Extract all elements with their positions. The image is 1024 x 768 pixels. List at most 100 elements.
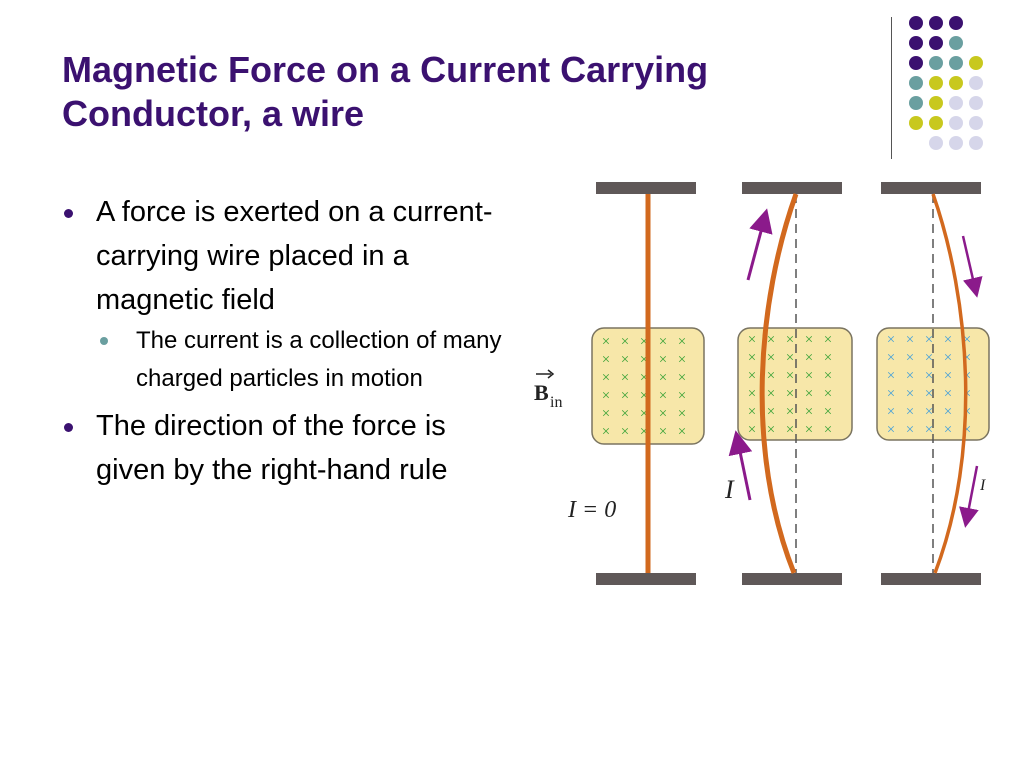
current-label: I <box>979 477 986 494</box>
field-cross: × <box>963 350 971 366</box>
field-cross: × <box>805 386 813 402</box>
decorative-dot <box>929 116 943 130</box>
field-cross: × <box>640 352 648 368</box>
decorative-dot <box>929 16 943 30</box>
field-cross: × <box>786 404 794 420</box>
top-support <box>881 182 981 194</box>
current-label: I <box>724 475 735 504</box>
field-cross: × <box>621 388 629 404</box>
decorative-dot <box>929 136 943 150</box>
deflected-wire-right <box>931 193 968 574</box>
current-arrow-down <box>959 465 979 528</box>
field-cross: × <box>925 422 933 438</box>
field-cross: × <box>824 404 832 420</box>
top-support <box>742 182 842 194</box>
field-cross: × <box>887 350 895 366</box>
field-crosses-green: ×××××××××××××××××××××××××××××× <box>748 332 832 438</box>
field-cross: × <box>824 422 832 438</box>
sub-bullet-item: The current is a collection of many char… <box>96 322 522 398</box>
decorative-dot <box>909 36 923 50</box>
field-cross: × <box>824 350 832 366</box>
field-cross: × <box>786 350 794 366</box>
sub-bullet-text: The current is a collection of many char… <box>136 327 502 392</box>
field-cross: × <box>925 386 933 402</box>
panel-current-down: ×××××××××××××××××××××××××××××× <box>876 182 990 585</box>
current-arrow-up <box>728 430 753 501</box>
field-cross: × <box>925 332 933 348</box>
field-cross: × <box>906 422 914 438</box>
field-cross: × <box>640 388 648 404</box>
field-cross: × <box>805 332 813 348</box>
sub-bullet-marker <box>100 337 108 345</box>
field-cross: × <box>786 368 794 384</box>
slide-title: Magnetic Force on a Current Carrying Con… <box>62 49 709 134</box>
field-cross: × <box>925 368 933 384</box>
field-cross: × <box>602 352 610 368</box>
field-cross: × <box>824 332 832 348</box>
field-cross: × <box>925 350 933 366</box>
decorative-dot <box>909 96 923 110</box>
field-cross: × <box>887 368 895 384</box>
decorative-dot <box>969 76 983 90</box>
field-cross: × <box>824 368 832 384</box>
field-region <box>737 327 853 441</box>
field-cross: × <box>659 388 667 404</box>
field-cross: × <box>659 370 667 386</box>
field-cross: × <box>906 350 914 366</box>
decorative-dot <box>949 76 963 90</box>
decorative-dot <box>909 56 923 70</box>
field-cross: × <box>944 368 952 384</box>
magnetic-force-figure: × × × × × × × × × × × × × × × × × × × × × × × × × × × × × × × × × × × × × × ×… <box>534 182 990 585</box>
decorative-dot <box>949 96 963 110</box>
field-cross: × <box>621 352 629 368</box>
field-cross: × <box>659 406 667 422</box>
field-cross: × <box>767 368 775 384</box>
deflected-wire-left <box>759 193 799 574</box>
field-cross: × <box>602 388 610 404</box>
field-cross: × <box>748 422 756 438</box>
field-cross: × <box>678 334 686 350</box>
current-arrow-down <box>961 235 983 298</box>
field-cross: × <box>805 368 813 384</box>
field-cross: × <box>621 370 629 386</box>
field-cross: × <box>602 334 610 350</box>
field-cross: × <box>767 350 775 366</box>
field-label-subscript: in <box>550 394 562 411</box>
decorative-dot <box>969 96 983 110</box>
decorative-dot <box>969 136 983 150</box>
panel-current-up: ×××××××××××××××××××××××××××××× <box>728 182 853 585</box>
field-cross: × <box>944 332 952 348</box>
field-cross: × <box>621 424 629 440</box>
panel-no-current: ×××××××××××××××××××××××××××××× <box>591 182 705 585</box>
field-cross: × <box>748 350 756 366</box>
field-cross: × <box>640 424 648 440</box>
field-cross: × <box>805 422 813 438</box>
field-cross: × <box>944 386 952 402</box>
decorative-dot <box>929 76 943 90</box>
field-cross: × <box>659 352 667 368</box>
decorative-dot <box>949 36 963 50</box>
field-cross: × <box>659 334 667 350</box>
field-cross: × <box>887 332 895 348</box>
bullet-marker <box>64 209 73 218</box>
field-cross: × <box>748 386 756 402</box>
field-cross: × <box>621 406 629 422</box>
field-crosses-green: ×××××××××××××××××××××××××××××× <box>602 334 686 440</box>
field-cross: × <box>786 422 794 438</box>
field-cross: × <box>748 332 756 348</box>
field-cross: × <box>805 404 813 420</box>
vector-arrowhead <box>547 369 555 379</box>
field-cross: × <box>906 404 914 420</box>
decorative-dot-grid <box>900 10 1020 170</box>
field-cross: × <box>786 386 794 402</box>
field-cross: × <box>621 334 629 350</box>
bottom-support <box>881 573 981 585</box>
field-cross: × <box>925 404 933 420</box>
field-cross: × <box>887 386 895 402</box>
decorative-dot <box>929 36 943 50</box>
field-cross: × <box>944 404 952 420</box>
decorative-dot <box>909 16 923 30</box>
sub-bullet-list: The current is a collection of many char… <box>96 322 522 398</box>
field-cross: × <box>602 424 610 440</box>
field-cross: × <box>786 332 794 348</box>
